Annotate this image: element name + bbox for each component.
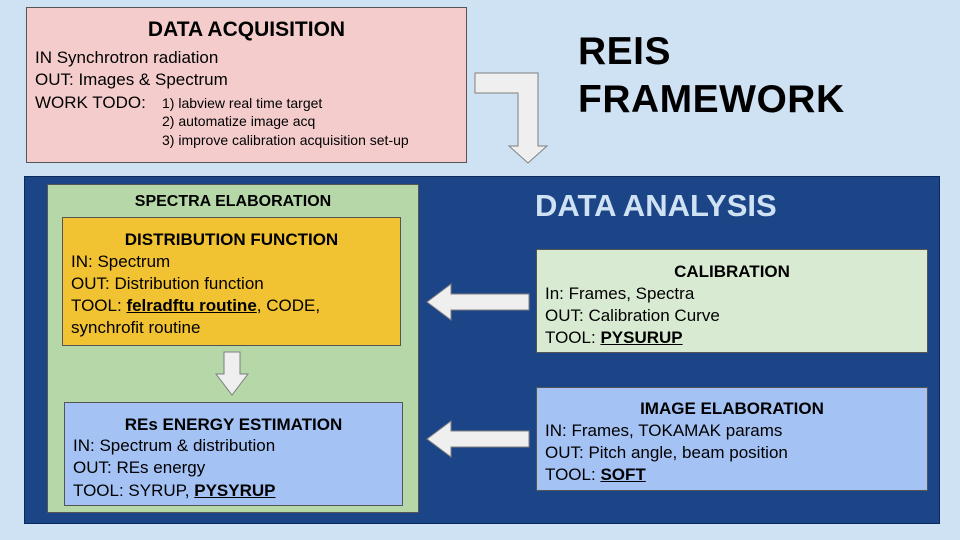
calibration-in: In: Frames, Spectra [545,284,695,303]
image-tool-prefix: TOOL: [545,465,601,484]
energy-out: OUT: REs energy [73,458,206,477]
energy-tool-main: PYSYRUP [194,481,276,500]
calibration-title: CALIBRATION [674,262,790,281]
spectra-elaboration-title: SPECTRA ELABORATION [134,193,332,210]
data-acquisition-box: DATA ACQUISITION IN Synchrotron radiatio… [26,7,467,163]
distribution-tool-prefix: TOOL: [71,296,127,315]
energy-tool: TOOL: SYRUP, PYSYRUP [73,481,276,501]
res-energy-estimation-title: REs ENERGY ESTIMATION [124,415,343,434]
acquisition-in: IN Synchrotron radiation [35,48,219,67]
todo-item-3: 3) improve calibration acquisition set-u… [162,132,409,148]
distribution-in: IN: Spectrum [71,252,171,271]
framework-title-line1: REIS [578,30,672,73]
res-energy-estimation-box: REs ENERGY ESTIMATION IN: Spectrum & dis… [64,402,403,506]
distribution-tool-main: felradftu routine [126,296,257,315]
acquisition-out: OUT: Images & Spectrum [35,70,228,89]
distribution-tool: TOOL: felradftu routine, CODE, [71,296,320,316]
distribution-tool-line2: synchrofit routine [71,318,201,337]
distribution-out: OUT: Distribution function [71,274,264,293]
energy-in: IN: Spectrum & distribution [73,436,276,455]
data-acquisition-title: DATA ACQUISITION [147,18,346,41]
distribution-function-title: DISTRIBUTION FUNCTION [124,230,339,249]
distribution-tool-rest: , CODE, [256,296,321,315]
image-tool: TOOL: SOFT [545,465,646,485]
energy-tool-prefix: TOOL: SYRUP, [73,481,195,500]
calibration-box: CALIBRATION In: Frames, Spectra OUT: Cal… [536,249,928,353]
calibration-out: OUT: Calibration Curve [545,306,720,325]
image-out: OUT: Pitch angle, beam position [545,443,788,462]
calibration-tool-prefix: TOOL: [545,328,601,347]
framework-title-line2: FRAMEWORK [578,78,845,121]
image-tool-main: SOFT [600,465,646,484]
acquisition-work-label: WORK TODO: [35,93,146,112]
todo-item-1: 1) labview real time target [162,95,323,111]
image-in: IN: Frames, TOKAMAK params [545,421,783,440]
image-elaboration-title: IMAGE ELABORATION [640,399,824,418]
distribution-function-box: DISTRIBUTION FUNCTION IN: Spectrum OUT: … [62,217,401,346]
calibration-tool: TOOL: PYSURUP [545,328,683,348]
image-elaboration-box: IMAGE ELABORATION IN: Frames, TOKAMAK pa… [536,387,928,491]
todo-item-2: 2) automatize image acq [162,113,316,129]
calibration-tool-main: PYSURUP [600,328,683,347]
framework-title: REIS FRAMEWORK [578,28,845,124]
data-analysis-title: DATA ANALYSIS [535,188,777,223]
